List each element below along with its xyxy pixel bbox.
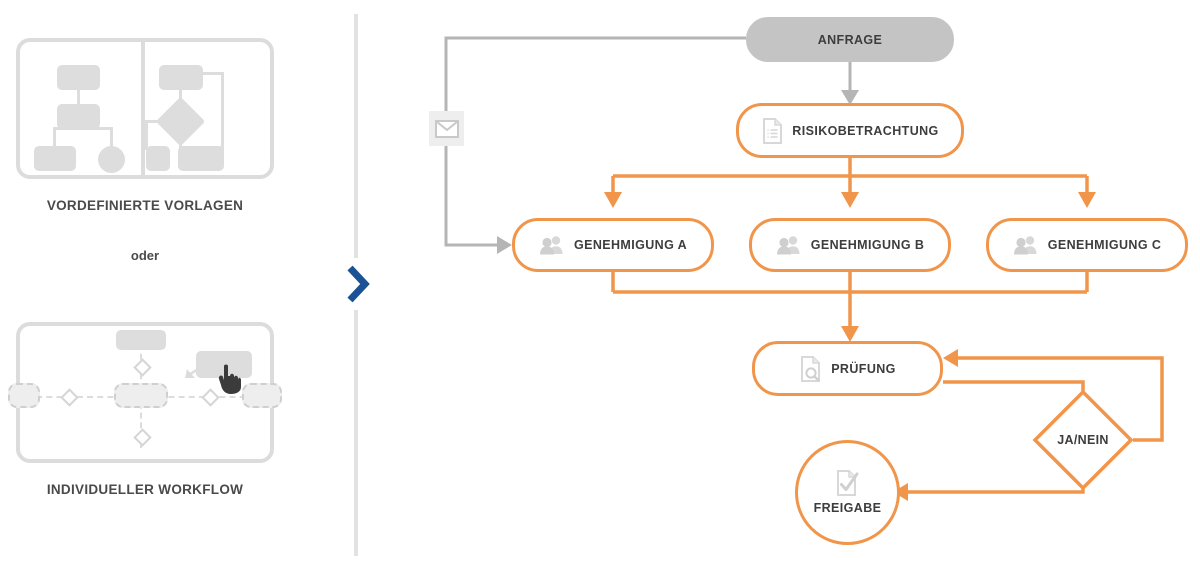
node-risikobetrachtung[interactable]: RISIKOBETRACHTUNG — [736, 103, 964, 158]
individual-workflow-card[interactable] — [8, 322, 282, 463]
node-genehmigung-a-label: GENEHMIGUNG A — [573, 238, 688, 252]
node-risikobetrachtung-label: RISIKOBETRACHTUNG — [792, 123, 939, 138]
arrowhead-to-pruefung — [841, 326, 859, 342]
cursor-hand-icon — [218, 364, 241, 394]
arrowhead-to-genehmigung-c — [1078, 192, 1096, 208]
node-pruefung[interactable]: PRÜFUNG — [752, 341, 943, 396]
users-icon — [539, 235, 565, 255]
node-genehmigung-a[interactable]: GENEHMIGUNG A — [512, 218, 714, 272]
node-ja-nein-label: JA/NEIN — [1057, 433, 1109, 447]
node-genehmigung-b[interactable]: GENEHMIGUNG B — [749, 218, 951, 272]
node-genehmigung-c[interactable]: GENEHMIGUNG C — [986, 218, 1188, 272]
node-freigabe[interactable]: FREIGABE — [795, 440, 900, 545]
or-label: oder — [130, 248, 160, 263]
left-illustration-panel: VORDEFINIERTE VORLAGEN oder — [0, 0, 290, 570]
node-anfrage[interactable]: ANFRAGE — [746, 17, 954, 62]
node-genehmigung-b-label: GENEHMIGUNG B — [810, 238, 925, 252]
arrowhead-to-genehmigung-b — [841, 192, 859, 208]
node-genehmigung-c-label: GENEHMIGUNG C — [1047, 238, 1162, 252]
users-icon — [1013, 235, 1039, 255]
card-split-divider — [141, 42, 145, 175]
predefined-templates-caption: VORDEFINIERTE VORLAGEN — [46, 198, 244, 213]
document-check-icon — [835, 470, 861, 497]
node-anfrage-label: ANFRAGE — [817, 32, 883, 47]
chevron-right-icon — [340, 258, 374, 310]
users-icon — [776, 235, 802, 255]
arrowhead-to-genehmigung-a — [604, 192, 622, 208]
node-ja-nein[interactable]: JA/NEIN — [1031, 388, 1135, 492]
individual-workflow-caption: INDIVIDUELLER WORKFLOW — [46, 482, 244, 497]
node-freigabe-label: FREIGABE — [813, 501, 882, 515]
predefined-templates-card[interactable] — [16, 38, 274, 179]
arrowhead-loop-to-pruefung — [943, 349, 958, 367]
envelope-icon — [429, 111, 464, 146]
drag-arrow-icon — [185, 360, 233, 378]
document-icon — [761, 117, 783, 144]
node-pruefung-label: PRÜFUNG — [831, 361, 896, 376]
document-search-icon — [799, 355, 822, 382]
